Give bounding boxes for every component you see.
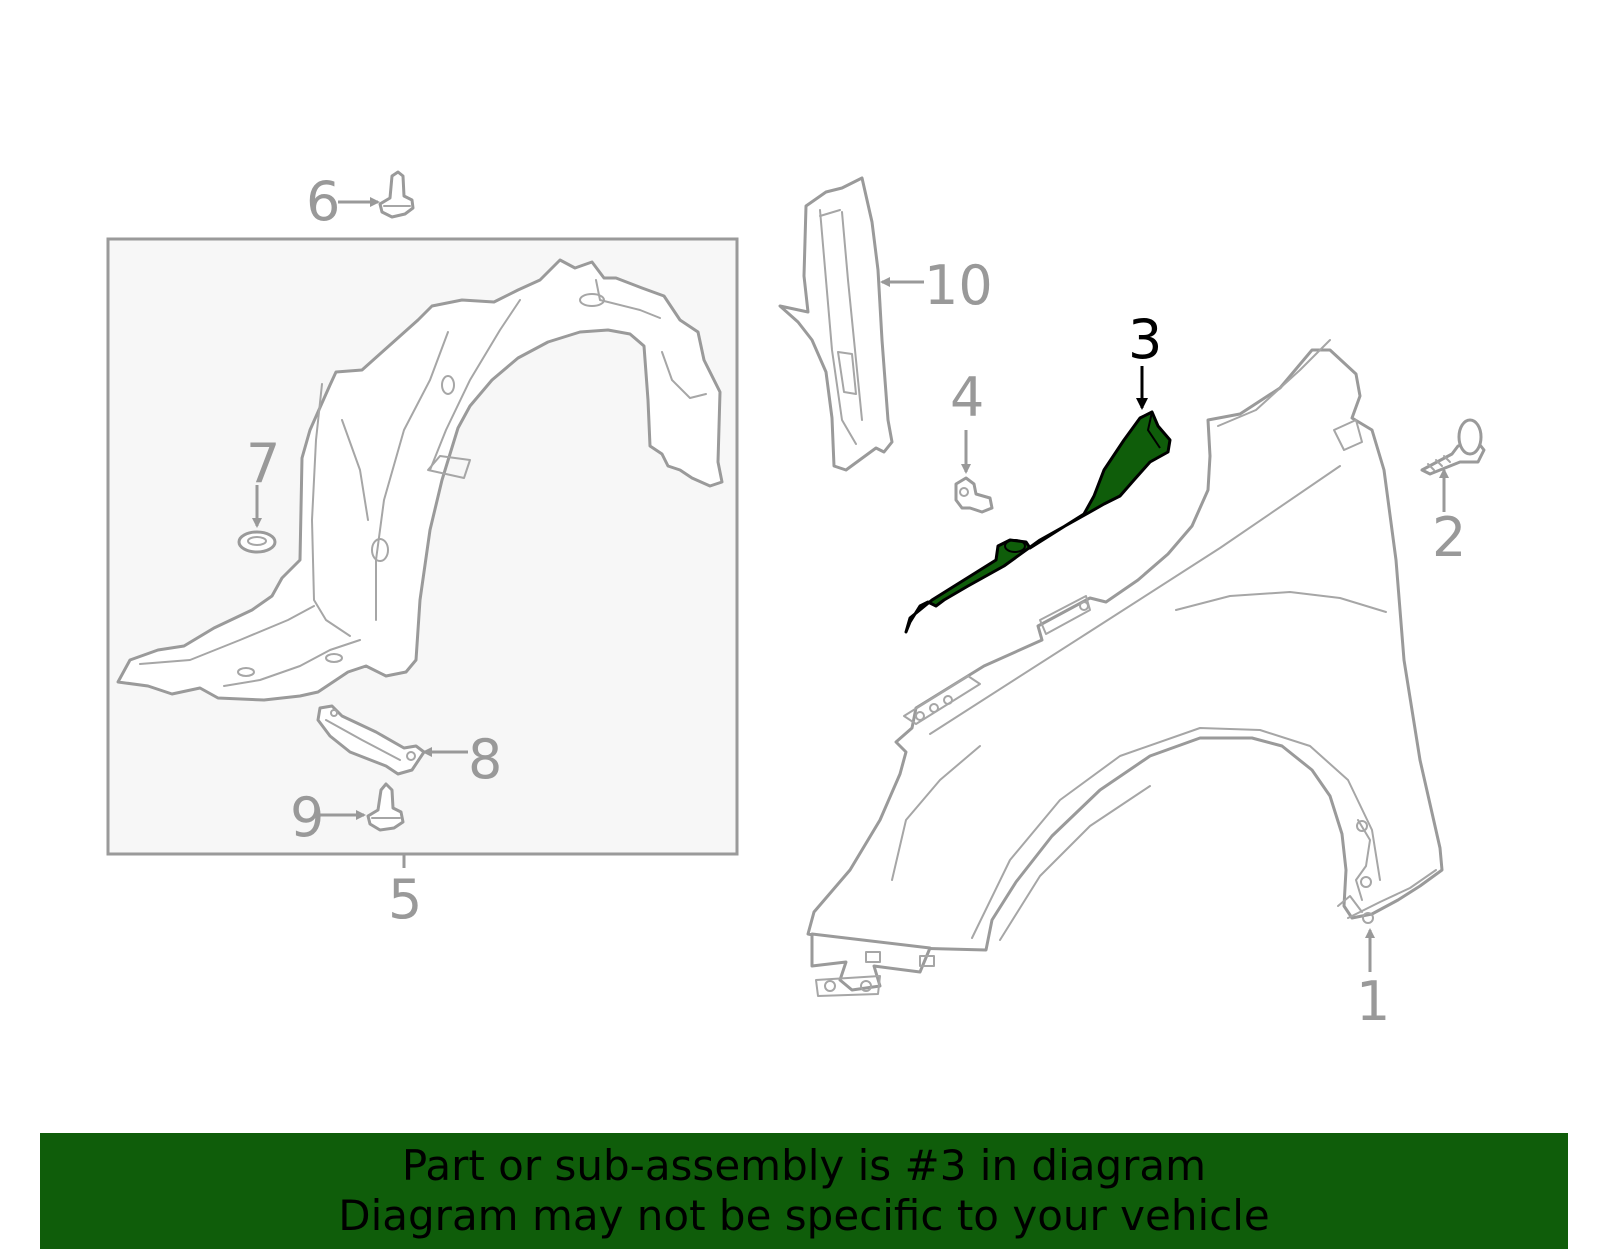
part-5-fender-liner[interactable] — [116, 258, 724, 702]
callout-6: 6 — [306, 170, 340, 233]
callout-1: 1 — [1356, 970, 1390, 1033]
part-3-fender-seal-highlighted[interactable] — [904, 410, 1172, 634]
callout-7: 7 — [246, 432, 280, 495]
banner-line-2: Diagram may not be specific to your vehi… — [338, 1191, 1270, 1240]
callout-3: 3 — [1128, 308, 1162, 371]
part-4-clip[interactable] — [954, 476, 994, 514]
info-banner: Part or sub-assembly is #3 in diagram Di… — [40, 1133, 1568, 1249]
part-3-edge — [1146, 411, 1161, 449]
part-3-hole — [1004, 539, 1026, 553]
callout-8: 8 — [468, 728, 502, 791]
callout-10: 10 — [924, 254, 993, 317]
part-6-clip[interactable] — [378, 170, 415, 219]
callout-5: 5 — [388, 868, 422, 931]
callout-9: 9 — [290, 786, 324, 849]
banner-line-1: Part or sub-assembly is #3 in diagram — [401, 1141, 1207, 1190]
part-9-clip[interactable] — [366, 782, 405, 832]
part-1-fender[interactable] — [806, 339, 1444, 997]
part-7-grommet[interactable] — [237, 530, 277, 554]
part-3-shape — [904, 410, 1172, 634]
part-10-fender-seal[interactable] — [778, 176, 894, 472]
callout-2: 2 — [1432, 506, 1466, 569]
callout-4: 4 — [950, 366, 984, 429]
part-2-bolt[interactable] — [1420, 418, 1486, 476]
part-8-bracket[interactable] — [316, 704, 426, 776]
